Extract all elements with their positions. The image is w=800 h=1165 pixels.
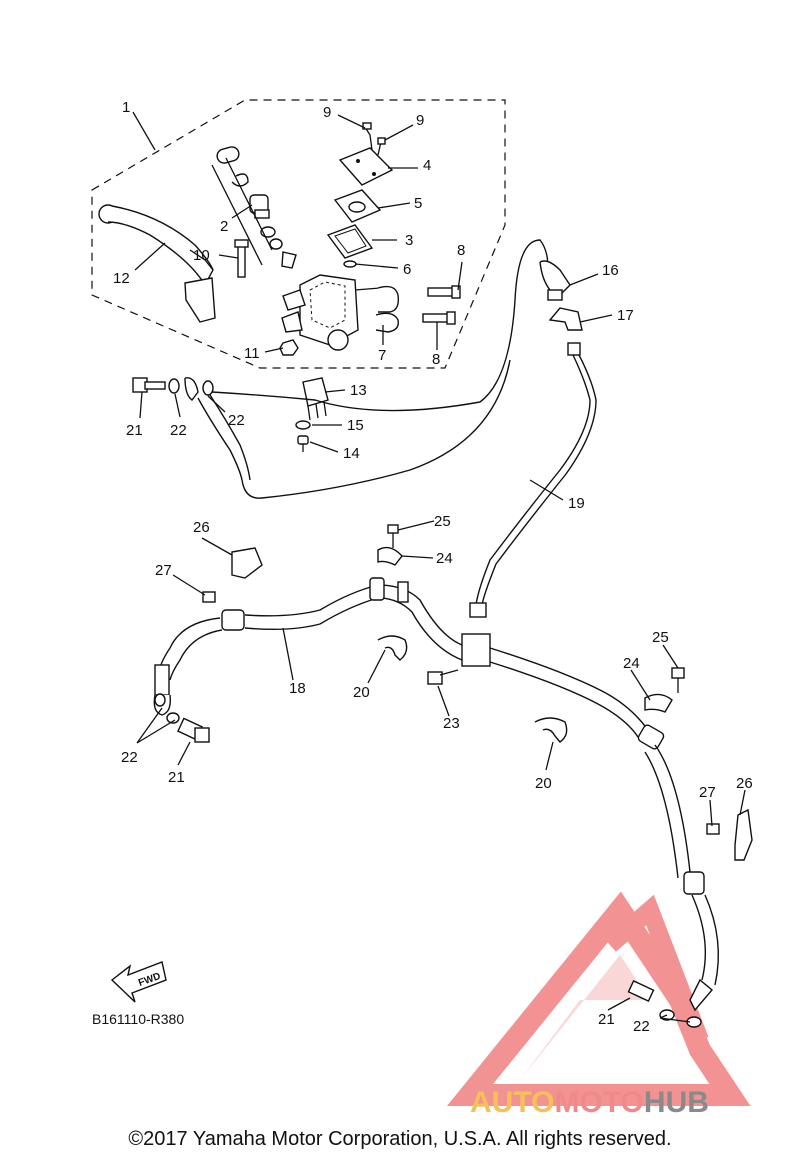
brake-lever <box>98 204 216 323</box>
reservoir-parts <box>326 122 394 268</box>
brake-switch <box>295 377 329 452</box>
upper-banjo <box>132 377 214 401</box>
fwd-arrow: FWD <box>110 961 167 1003</box>
watermark-auto: AUTO <box>470 1086 554 1119</box>
callout-2: 2 <box>220 218 228 235</box>
callout-20a: 20 <box>353 684 370 701</box>
callout-10: 10 <box>193 247 210 264</box>
callout-22c: 22 <box>121 749 138 766</box>
callout-21b: 21 <box>168 769 185 786</box>
upper-hoses <box>197 239 549 499</box>
piston-kit <box>211 146 297 269</box>
banjo-and-clip <box>539 260 583 356</box>
leader-lines <box>132 111 746 1023</box>
callout-24b: 24 <box>623 655 640 672</box>
callout-22b: 22 <box>228 412 245 429</box>
holder-and-bolts <box>375 285 461 333</box>
callout-9b: 9 <box>416 112 424 129</box>
callout-18: 18 <box>289 680 306 697</box>
callout-16: 16 <box>602 262 619 279</box>
lower-hoses <box>153 577 719 1012</box>
callout-7: 7 <box>378 347 386 364</box>
callout-22d: 22 <box>633 1018 650 1035</box>
clamps-and-bolts <box>154 524 753 1028</box>
callout-9a: 9 <box>323 104 331 121</box>
assembly-boundary <box>91 99 506 369</box>
bolt-and-nut <box>234 239 299 356</box>
callout-20b: 20 <box>535 775 552 792</box>
callout-25b: 25 <box>652 629 669 646</box>
callout-13: 13 <box>350 382 367 399</box>
watermark-text: AUTOMOTOHUB <box>470 1086 709 1119</box>
brake-joint <box>461 633 491 667</box>
callout-22a: 22 <box>170 422 187 439</box>
callout-12: 12 <box>113 270 130 287</box>
callout-25a: 25 <box>434 513 451 530</box>
callout-23: 23 <box>443 715 460 732</box>
watermark-moto: MOTO <box>554 1086 643 1119</box>
callout-15: 15 <box>347 417 364 434</box>
brake-pipe <box>469 354 597 618</box>
callout-26b: 26 <box>736 775 753 792</box>
callout-4: 4 <box>423 157 431 174</box>
callout-21a: 21 <box>126 422 143 439</box>
copyright-notice: ©2017 Yamaha Motor Corporation, U.S.A. A… <box>128 1128 672 1150</box>
callout-11: 11 <box>244 345 260 362</box>
callout-labels: 1 2 3 4 5 6 7 8 8 9 9 10 11 12 13 14 15 … <box>113 99 753 1035</box>
callout-26a: 26 <box>193 519 210 536</box>
callout-21c: 21 <box>598 1011 615 1028</box>
callout-27a: 27 <box>155 562 172 579</box>
callout-6: 6 <box>403 261 411 278</box>
callout-1: 1 <box>122 99 130 116</box>
callout-8a: 8 <box>457 242 465 259</box>
callout-8b: 8 <box>432 351 440 368</box>
callout-14: 14 <box>343 445 360 462</box>
callout-27b: 27 <box>699 784 716 801</box>
callout-19: 19 <box>568 495 585 512</box>
watermark-hub: HUB <box>644 1086 709 1119</box>
callout-5: 5 <box>414 195 422 212</box>
master-cylinder-body <box>281 274 396 351</box>
callout-17: 17 <box>617 307 634 324</box>
callout-3: 3 <box>405 232 413 249</box>
callout-24a: 24 <box>436 550 453 567</box>
reference-code: B161110-R380 <box>92 1011 184 1027</box>
